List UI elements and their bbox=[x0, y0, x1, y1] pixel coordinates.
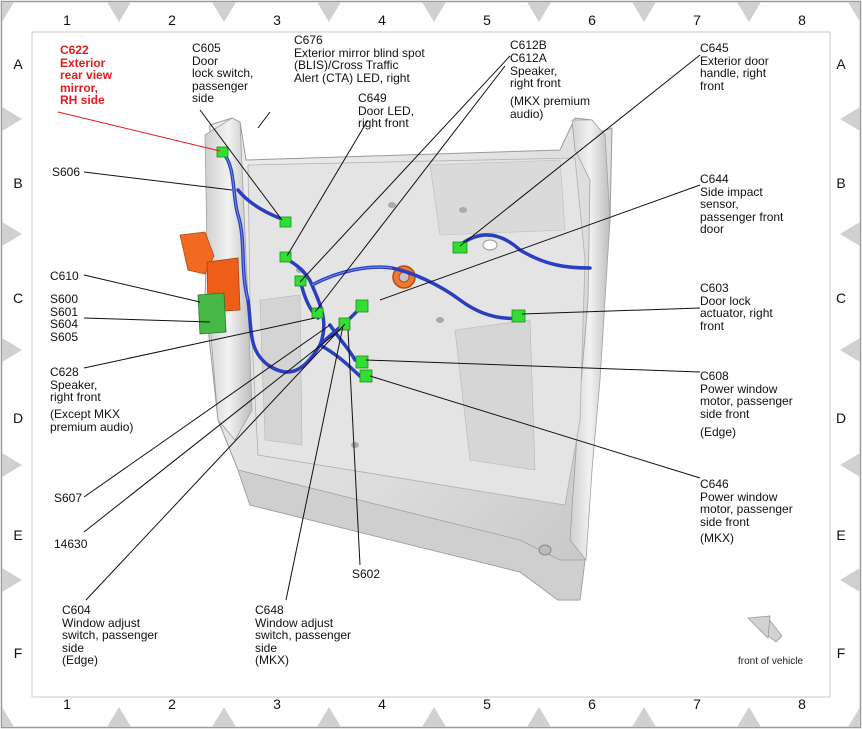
front-of-vehicle-label: front of vehicle bbox=[738, 656, 804, 667]
label-c649: C649 Door LED, right front bbox=[358, 91, 415, 130]
zone-markers-left bbox=[2, 107, 22, 592]
connector-c603 bbox=[511, 309, 526, 323]
label-c646-note: (MKX) bbox=[700, 531, 734, 545]
orange-component bbox=[179, 231, 241, 335]
label-c610: C610 bbox=[50, 269, 79, 283]
connector-c649 bbox=[279, 251, 292, 263]
label-c646: C646 Power window motor, passenger side … bbox=[700, 477, 793, 529]
row-label-f: F bbox=[13, 645, 23, 661]
column-label-6: 6 bbox=[588, 12, 596, 28]
label-c676: C676 Exterior mirror blind spot (BLIS)/C… bbox=[294, 33, 425, 85]
connector-c608 bbox=[355, 355, 369, 369]
label-14630: 14630 bbox=[54, 537, 88, 551]
column-label-7-bottom: 7 bbox=[693, 696, 701, 712]
label-c644: C644 Side impact sensor, passenger front… bbox=[700, 172, 784, 236]
label-c645: C645 Exterior door handle, right front bbox=[700, 41, 769, 93]
label-c612b: C612B bbox=[510, 38, 547, 52]
label-c648: C648 Window adjust switch, passenger sid… bbox=[255, 603, 352, 667]
zone-markers-top bbox=[107, 2, 761, 22]
connector-c605 bbox=[279, 216, 292, 228]
label-c622: C622 Exterior rear view mirror, RH side bbox=[60, 43, 113, 107]
column-label-1: 1 bbox=[63, 12, 71, 28]
column-label-8: 8 bbox=[798, 12, 806, 28]
row-label-d-right: D bbox=[835, 410, 847, 426]
front-of-vehicle-arrow bbox=[747, 615, 783, 643]
connector-c603b bbox=[355, 299, 369, 313]
row-label-f-right: F bbox=[836, 645, 846, 661]
column-label-4-bottom: 4 bbox=[378, 696, 386, 712]
row-label-a: A bbox=[13, 56, 23, 72]
column-label-2-bottom: 2 bbox=[168, 696, 176, 712]
column-label-5-bottom: 5 bbox=[483, 696, 491, 712]
row-label-e-right: E bbox=[836, 527, 846, 543]
label-c608-note: (Edge) bbox=[700, 425, 737, 439]
column-label-7: 7 bbox=[693, 12, 701, 28]
row-label-e: E bbox=[13, 527, 23, 543]
inner-frame bbox=[31, 31, 831, 698]
label-s606: S606 bbox=[52, 165, 81, 179]
column-label-2: 2 bbox=[168, 12, 176, 28]
label-c604: C604 Window adjust switch, passenger sid… bbox=[62, 603, 159, 667]
label-c628-note: (Except MKX premium audio) bbox=[50, 407, 134, 434]
row-label-b-right: B bbox=[836, 175, 846, 191]
label-c612a: C612A Speaker, right front bbox=[510, 51, 561, 90]
column-label-6-bottom: 6 bbox=[588, 696, 596, 712]
row-label-a-right: A bbox=[836, 56, 846, 72]
column-label-5: 5 bbox=[483, 12, 491, 28]
connector-c646 bbox=[359, 369, 373, 383]
row-label-c: C bbox=[12, 290, 24, 306]
row-label-b: B bbox=[13, 175, 23, 191]
label-s607: S607 bbox=[54, 491, 83, 505]
label-splices: S600 S601 S604 S605 bbox=[50, 292, 79, 344]
label-c608: C608 Power window motor, passenger side … bbox=[700, 369, 793, 421]
leader-lines bbox=[57, 54, 701, 601]
row-label-d: D bbox=[12, 410, 24, 426]
column-label-1-bottom: 1 bbox=[63, 696, 71, 712]
label-s602: S602 bbox=[352, 567, 381, 581]
column-label-8-bottom: 8 bbox=[798, 696, 806, 712]
connector-c645 bbox=[452, 241, 468, 254]
connector-c622 bbox=[216, 146, 229, 158]
label-c605: C605 Door lock switch, passenger side bbox=[192, 41, 254, 105]
zone-markers-bottom bbox=[107, 707, 761, 727]
label-c628: C628 Speaker, right front bbox=[50, 365, 101, 404]
label-c603: C603 Door lock actuator, right front bbox=[700, 281, 773, 333]
harness-highlight bbox=[221, 151, 393, 301]
zone-markers-right bbox=[840, 107, 860, 592]
row-label-c-right: C bbox=[835, 290, 847, 306]
column-label-3: 3 bbox=[273, 12, 281, 28]
column-label-4: 4 bbox=[378, 12, 386, 28]
label-c612a-note: (MKX premium audio) bbox=[510, 94, 591, 121]
column-label-3-bottom: 3 bbox=[273, 696, 281, 712]
